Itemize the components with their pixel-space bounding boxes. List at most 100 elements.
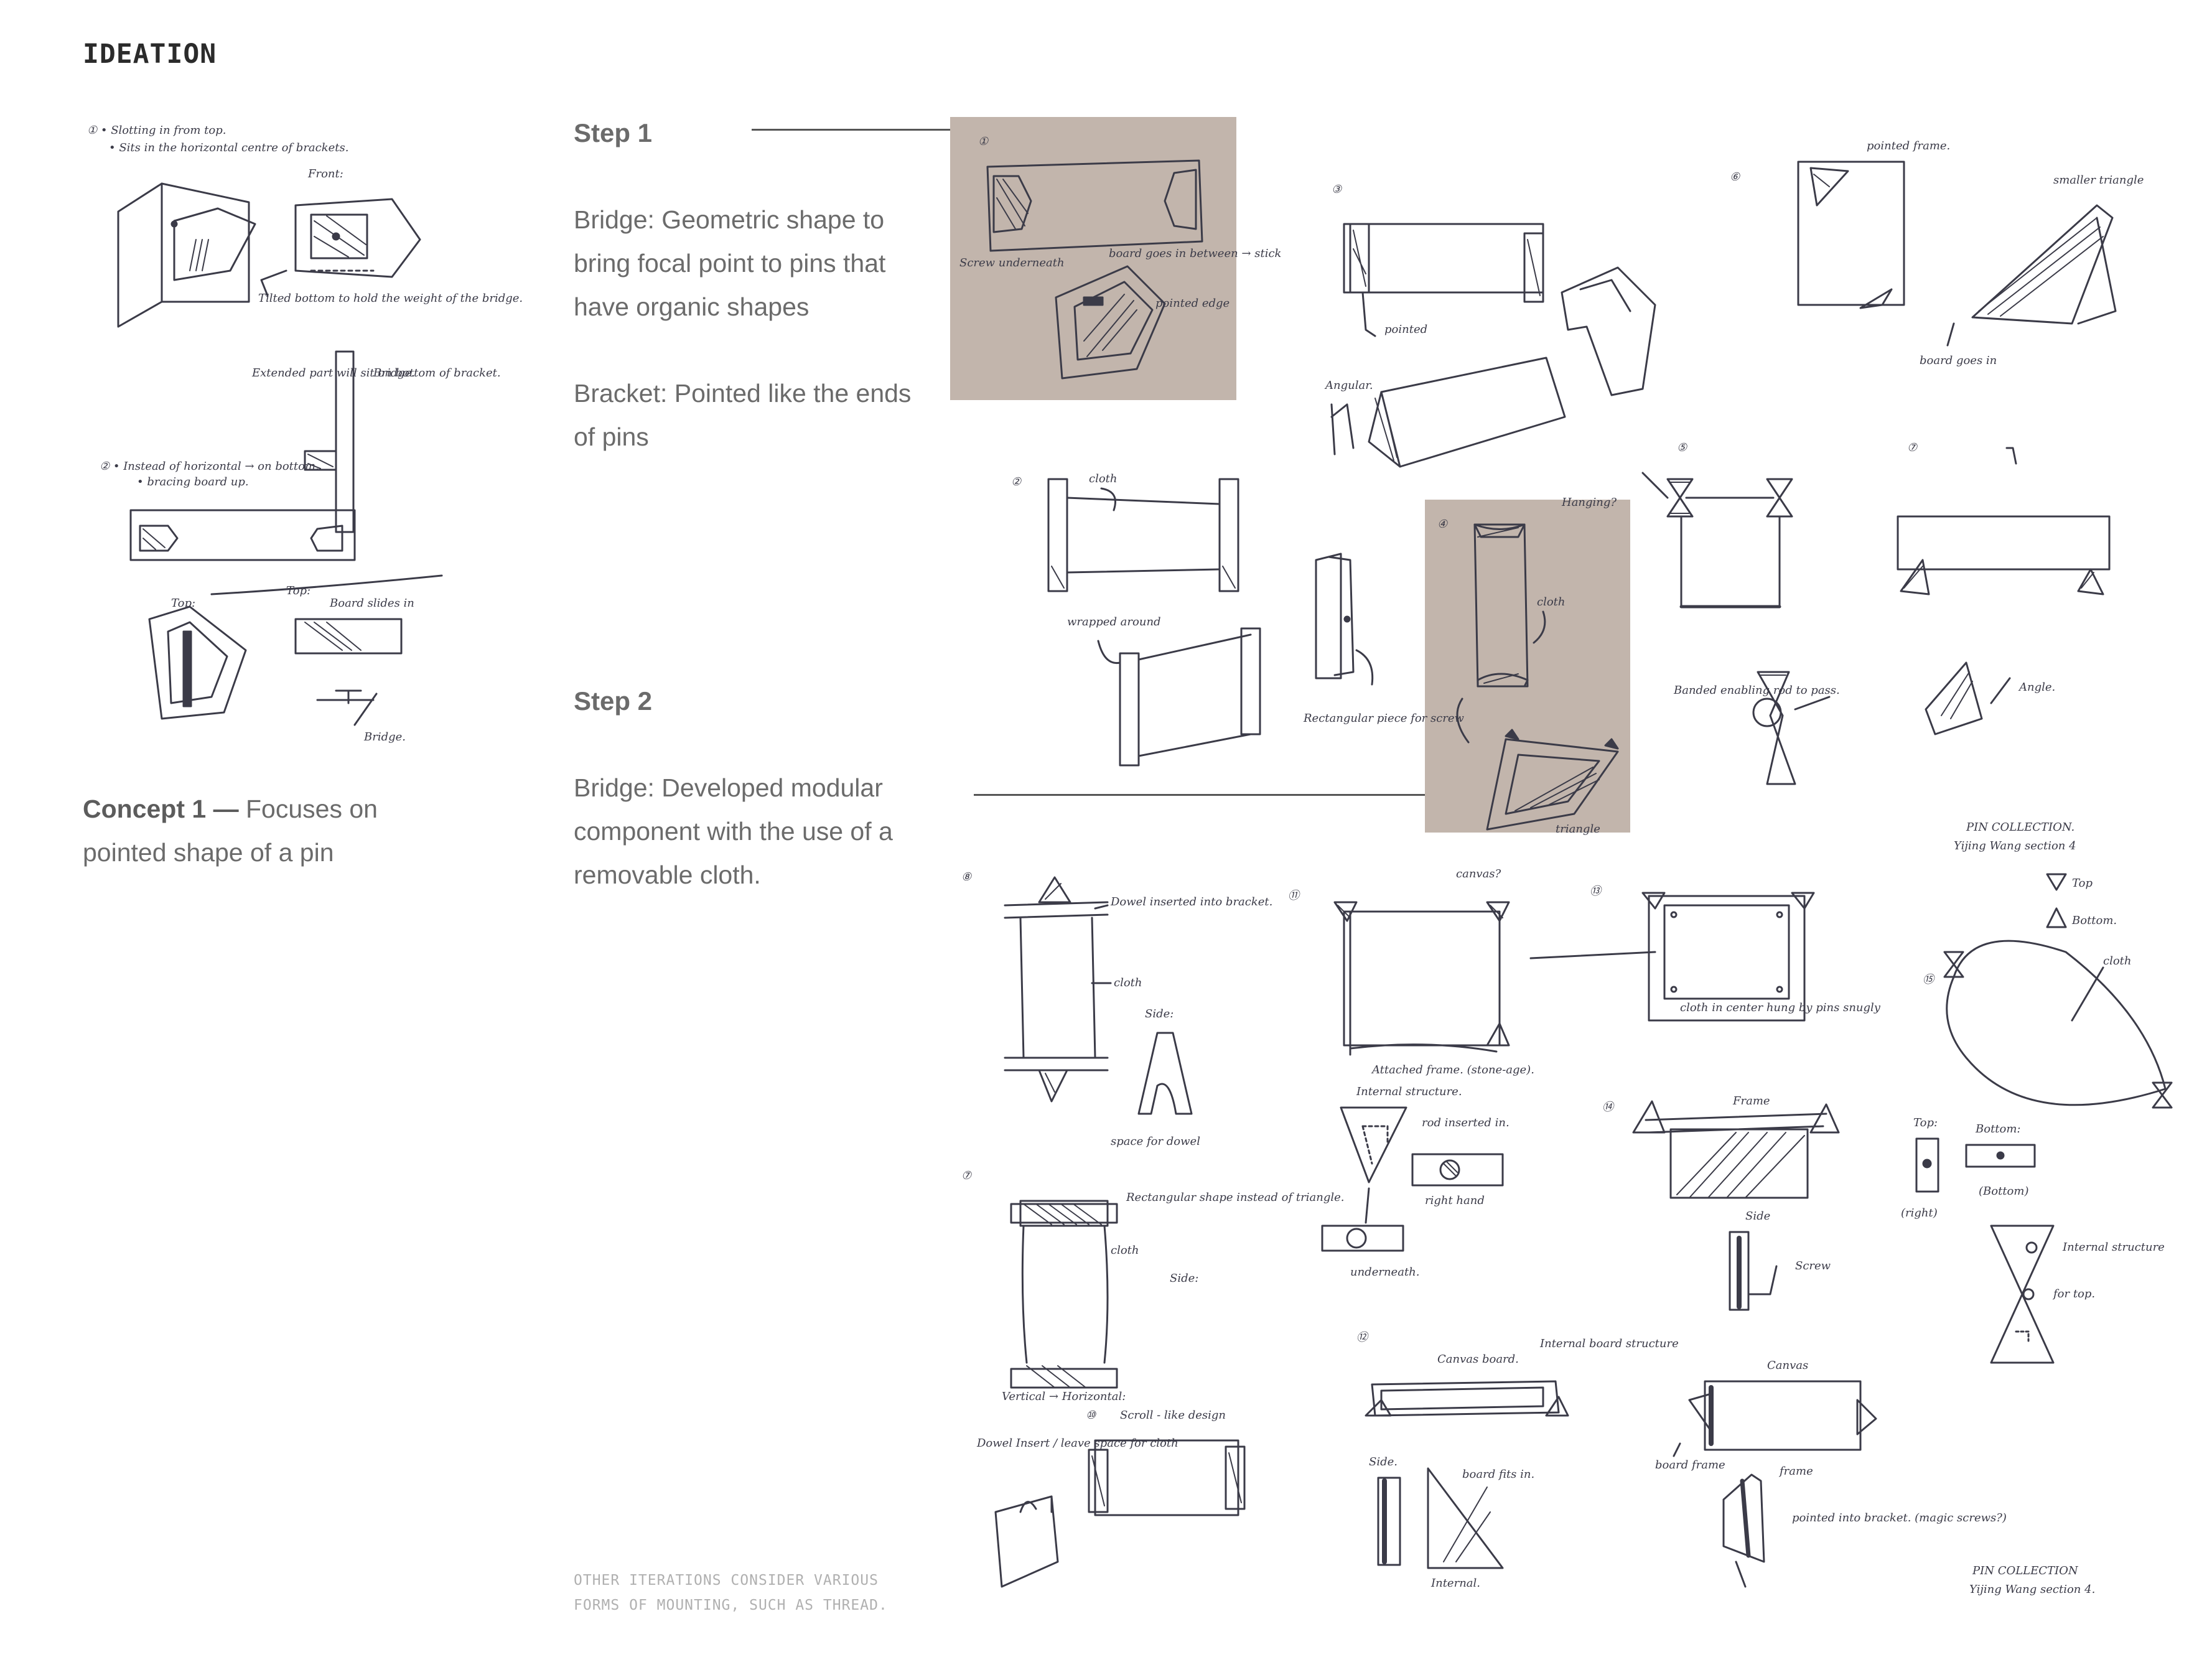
note-n1: Frame [1732, 1094, 1770, 1108]
svg-text:⑮: ⑮ [1923, 973, 1936, 986]
svg-text:①: ① [978, 135, 989, 148]
note-e2: smaller triangle [2053, 174, 2144, 187]
sketches-bottom-right: ⑬ cloth in center hung by pins snugly ⑭ … [1529, 821, 2173, 1596]
note-s1: board frame [1655, 1458, 1725, 1472]
note-e3: board goes in [1920, 354, 1997, 367]
note-i3: Side: [1145, 1007, 1174, 1020]
note-p4: Vertical → Horizontal: [1002, 1390, 1126, 1403]
note-s3: pointed into bracket. (magic screws?) [1792, 1511, 2007, 1524]
sketches-middle-row: ② cloth wrapped around Rectangular piece… [1011, 472, 1465, 767]
note-n2: Side [1745, 1210, 1770, 1223]
sketch-step-1-highlight: ① Screw underneath board goes in between… [959, 135, 1281, 380]
note-g2: cloth [1537, 595, 1566, 609]
note-h1: Banded enabling rod to pass. [1673, 684, 1840, 697]
note-b4: Board slides in [329, 597, 414, 610]
note-g3: triangle [1556, 823, 1600, 836]
step-1-bridge-text: Bridge: Geometric shape to bring focal p… [574, 205, 886, 321]
step-2-bridge-text: Bridge: Developed modular component with… [574, 773, 893, 889]
svg-text:⑪: ⑪ [1288, 889, 1301, 902]
note-g1: Hanging? [1561, 496, 1617, 509]
svg-text:⑧: ⑧ [961, 870, 972, 884]
note-d1: pointed [1384, 323, 1427, 336]
note-o4: (right) [1901, 1206, 1938, 1220]
sketches-top-right: ③ pointed Angular. ⑥ pointed frame. smal… [1324, 139, 2144, 468]
note-j1: canvas? [1456, 867, 1501, 880]
footnote-line-2: FORMS OF MOUNTING, SUCH AS THREAD. [574, 1597, 888, 1613]
footnote: OTHER ITERATIONS CONSIDER VARIOUS FORMS … [574, 1568, 922, 1618]
note-r5: board fits in. [1462, 1468, 1534, 1481]
note-p1: Rectangular shape instead of triangle. [1126, 1191, 1344, 1204]
note-m4: underneath. [1350, 1266, 1420, 1279]
note-q1: Scroll - like design [1120, 1409, 1226, 1422]
note-c1: Screw underneath [959, 256, 1065, 269]
note-c2: board goes in between → stick [1109, 247, 1281, 260]
note-l1: PIN COLLECTION. [1966, 821, 2074, 834]
concept-label: Concept 1 — [83, 795, 239, 823]
svg-text:⑬: ⑬ [1590, 885, 1603, 898]
note-h2: Angle. [2018, 681, 2055, 694]
concept-sketches: ① • Slotting in from top. • Sits in the … [87, 124, 523, 744]
note-i4: space for dowel [1111, 1135, 1200, 1148]
note-e1: pointed frame. [1867, 139, 1950, 152]
note-a4: Tilted bottom to hold the weight of the … [258, 292, 523, 305]
sketches-bottom-left: ⑧ Dowel inserted into bracket. cloth Sid… [961, 867, 1679, 1590]
note-i1: Dowel inserted into bracket. [1110, 895, 1272, 908]
note-j2: Attached frame. (stone-age). [1371, 1063, 1534, 1076]
svg-text:⑦: ⑦ [1907, 441, 1918, 454]
note-r4: Side. [1369, 1455, 1398, 1468]
svg-text:③: ③ [1332, 183, 1342, 196]
note-q2: Dowel Insert / leave space for cloth [976, 1437, 1178, 1450]
sketch-step-2-highlight: ④ Hanging? cloth triangle [1437, 496, 1619, 836]
page-title: IDEATION [83, 39, 217, 70]
svg-text:②: ② [1011, 475, 1022, 488]
note-f3: Rectangular piece for screw [1303, 712, 1465, 725]
note-b3: Top: [286, 584, 310, 597]
note-a1: ① • Slotting in from top. [87, 124, 226, 137]
note-m3: right hand [1425, 1194, 1485, 1207]
concept-caption: Concept 1 — Focuses on pointed shape of … [83, 787, 431, 874]
note-r2: Internal board structure [1539, 1337, 1679, 1350]
note-b2: • bracing board up. [137, 475, 249, 488]
note-i2: cloth [1114, 976, 1142, 989]
svg-text:④: ④ [1437, 518, 1448, 531]
note-d2: Angular. [1324, 379, 1373, 392]
footnote-line-1: OTHER ITERATIONS CONSIDER VARIOUS [574, 1572, 879, 1589]
note-n3: Screw [1795, 1259, 1831, 1272]
step-2-title: Step 2 [574, 686, 653, 716]
note-a3: Front: [307, 167, 343, 180]
note-s5: Yijing Wang section 4. [1969, 1583, 2095, 1596]
svg-text:⑩: ⑩ [1086, 1409, 1096, 1422]
note-f2: wrapped around [1067, 615, 1161, 628]
note-o5: Internal structure [2062, 1241, 2165, 1254]
note-r6: Internal. [1430, 1577, 1480, 1590]
note-l3: Top [2072, 877, 2093, 890]
note-s4: PIN COLLECTION [1972, 1564, 2079, 1577]
note-b5: Bridge. [363, 730, 406, 744]
note-a5: Extended part will sit on bottom of brac… [251, 366, 501, 380]
svg-text:⑦: ⑦ [961, 1169, 972, 1182]
svg-text:⑥: ⑥ [1730, 170, 1740, 184]
svg-text:⑫: ⑫ [1356, 1331, 1370, 1344]
note-m1: Internal structure. [1356, 1085, 1462, 1098]
concept-text: Focuses on pointed shape of a pin [83, 795, 378, 867]
note-p3: Side: [1170, 1272, 1198, 1285]
note-p2: cloth [1111, 1244, 1139, 1257]
note-a6: Bridge. [373, 366, 415, 380]
note-o3: (Bottom) [1979, 1185, 2028, 1198]
note-f1: cloth [1089, 472, 1118, 485]
svg-text:⑭: ⑭ [1602, 1101, 1615, 1114]
note-k1: cloth in center hung by pins snugly [1680, 1001, 1881, 1014]
note-m2: rod inserted in. [1422, 1116, 1510, 1129]
note-r3: Canvas [1767, 1359, 1808, 1372]
note-l4: Bottom. [2071, 914, 2117, 927]
step-1-connector-line [752, 129, 951, 131]
note-c3: pointed edge [1155, 297, 1230, 310]
note-l2: Yijing Wang section 4 [1954, 839, 2076, 852]
step-2-connector-line [974, 794, 1425, 796]
note-o6: for top. [2052, 1287, 2095, 1300]
note-o1: Top: [1913, 1116, 1938, 1129]
note-o2: Bottom: [1975, 1122, 2021, 1136]
note-l5: cloth [2103, 954, 2132, 968]
step-1-title: Step 1 [574, 118, 653, 147]
svg-text:⑤: ⑤ [1677, 441, 1687, 454]
